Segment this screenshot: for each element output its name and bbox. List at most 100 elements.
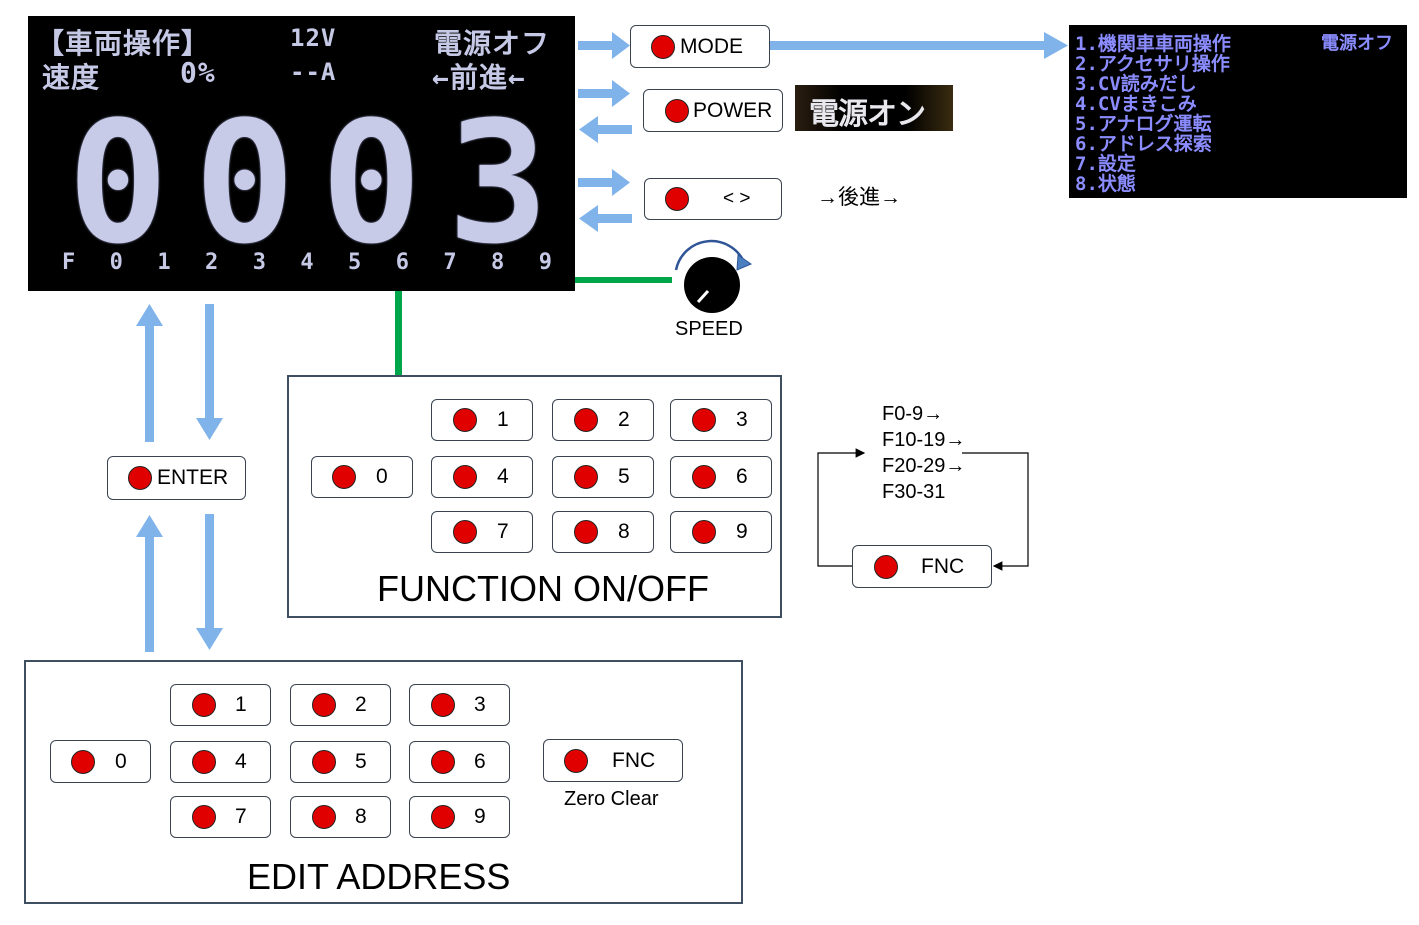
address-digit: 0 [320,85,422,281]
fnc-range: F0-9→ [882,403,944,425]
lcd-function-row: F 0 1 2 3 4 5 6 7 8 9 [62,250,552,275]
fnc-cycle-button[interactable]: FNC [852,545,992,588]
link-lcd-to-function-panel [395,291,402,376]
key-label: 5 [618,465,630,488]
button-led-icon [192,805,216,829]
lcd-power-status: 電源オフ [434,27,551,60]
mode-menu-screen: 電源オフ 1.機関車車両操作 2.アクセサリ操作 3.CV読みだし 4.CVまき… [1069,25,1407,198]
zero-clear-fnc-button[interactable]: FNC [543,739,683,782]
lcd-speed-value: 0% [180,56,216,89]
arrow-address-to-enter [136,515,163,652]
function-indicator: 6 [395,250,409,275]
direction-button[interactable]: < > [644,178,782,220]
edit-address-title: EDIT ADDRESS [247,856,511,897]
button-led-icon [665,187,689,211]
arrow-lcd-to-enter [196,304,223,440]
arrow-lcd-to-mode [578,32,630,59]
button-led-icon [564,748,588,773]
key-label: 2 [618,408,630,431]
key-label: 9 [474,805,486,828]
address-key-9[interactable]: 9 [409,796,510,838]
key-label: 0 [115,749,127,773]
address-key-7[interactable]: 7 [170,796,271,838]
fnc-button-label: FNC [921,554,965,578]
power-button-label: POWER [693,98,773,122]
speed-knob-icon [674,239,753,313]
key-label: 8 [618,520,630,543]
direction-note: →後進→ [817,186,901,209]
arrow-lcd-to-direction [578,169,630,196]
arrow-lcd-to-power [578,80,630,107]
lcd-address-digits: 0 0 0 3 [58,98,558,268]
key-label: 4 [235,750,247,773]
function-indicator: 1 [157,250,171,275]
address-key-3[interactable]: 3 [409,684,510,726]
function-key-7[interactable]: 7 [431,511,533,553]
mode-button[interactable]: MODE [630,25,770,68]
button-led-icon [312,693,336,717]
menu-item: 6.アドレス探索 [1075,133,1212,155]
arrow-mode-to-menu [770,32,1068,59]
address-key-6[interactable]: 6 [409,741,510,783]
address-key-1[interactable]: 1 [170,684,271,726]
button-led-icon [453,465,477,489]
button-led-icon [192,693,216,717]
power-button[interactable]: POWER [643,89,783,132]
arrow-enter-to-address [196,514,223,650]
power-on-text: 電源オン [809,97,926,131]
lcd-speed-label: 速度 [42,61,101,94]
menu-status: 電源オフ [1321,33,1393,54]
function-key-2[interactable]: 2 [552,399,654,441]
function-key-1[interactable]: 1 [431,399,533,441]
function-key-8[interactable]: 8 [552,511,654,553]
button-led-icon [128,466,152,490]
address-digit: 3 [447,85,549,281]
speed-knob-label: SPEED [675,318,743,340]
key-label: 2 [355,693,367,716]
function-indicator: 9 [538,250,552,275]
fnc-range: F30-31 [882,481,946,503]
function-key-9[interactable]: 9 [670,511,772,553]
function-key-5[interactable]: 5 [552,456,654,498]
button-led-icon [192,750,216,774]
function-indicator: F [62,250,76,275]
button-led-icon [453,408,477,432]
button-led-icon [453,520,477,544]
menu-item: 2.アクセサリ操作 [1075,53,1230,75]
menu-item: 8.状態 [1075,173,1136,195]
address-digit: 0 [194,85,296,281]
function-key-6[interactable]: 6 [670,456,772,498]
arrow-direction-to-lcd [579,205,632,232]
button-led-icon [431,750,455,774]
address-key-5[interactable]: 5 [290,741,391,783]
button-led-icon [692,465,716,489]
function-indicator: 2 [205,250,219,275]
function-key-4[interactable]: 4 [431,456,533,498]
button-led-icon [574,520,598,544]
address-key-0[interactable]: 0 [50,740,151,783]
button-led-icon [312,805,336,829]
function-key-3[interactable]: 3 [670,399,772,441]
menu-item: 5.アナログ運転 [1075,113,1212,135]
enter-button[interactable]: ENTER [107,456,246,500]
function-indicator: 5 [348,250,362,275]
button-led-icon [431,805,455,829]
fnc-range: F10-19→ [882,429,966,451]
key-label: 0 [376,465,388,488]
function-indicator: 4 [300,250,314,275]
address-key-2[interactable]: 2 [290,684,391,726]
menu-item: 7.設定 [1075,153,1136,175]
button-led-icon [665,98,689,123]
function-key-0[interactable]: 0 [311,456,413,498]
key-label: 6 [736,465,748,488]
fnc-cycle-loop [817,448,1029,571]
menu-item: 4.CVまきこみ [1075,93,1197,115]
button-led-icon [312,750,336,774]
key-label: 5 [355,750,367,773]
button-led-icon [692,408,716,432]
button-led-icon [874,554,898,579]
menu-item: 3.CV読みだし [1075,73,1197,95]
address-key-8[interactable]: 8 [290,796,391,838]
address-key-4[interactable]: 4 [170,741,271,783]
